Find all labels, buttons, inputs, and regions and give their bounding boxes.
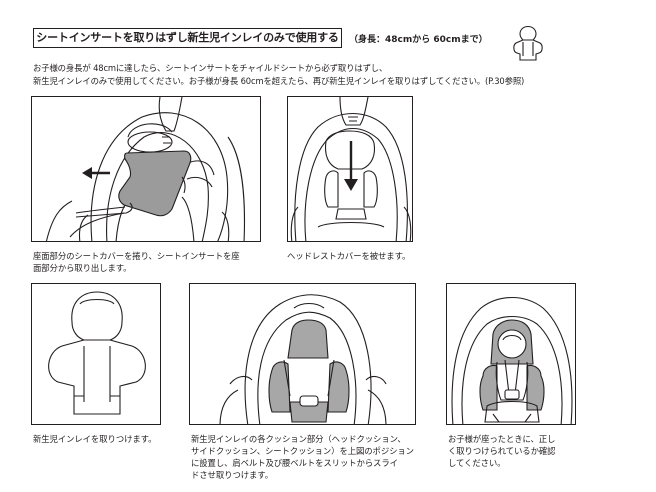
intro-line-2: 新生児インレイのみで使用してください。お子様が身長 60cmを超えたら、再び新生… [33,76,525,86]
step3-caption: 新生児インレイを取りつけます。 [33,434,157,444]
height-range-note: （身長：48cmから 60cmまで） [349,35,488,45]
section-title: シートインサートを取りはずし新生児インレイのみで使用する [33,28,342,48]
step5-illustration [446,283,576,425]
step5-caption: お子様が座ったときに、正し く取りつけられているか確認 してください。 [448,434,556,468]
step2-caption: ヘッドレストカバーを被せます。 [287,251,411,261]
step4-illustration [189,283,416,425]
step3-illustration [31,283,161,425]
step4-caption: 新生児インレイの各クッション部分（ヘッドクッション、 サイドクッション、シートク… [191,434,414,480]
step1-illustration [31,96,261,242]
step1-caption: 座面部分のシートカバーを捲り、シートインサートを座 面部分から取り出します。 [33,251,240,273]
step2-illustration [287,96,413,242]
newborn-inlay-icon [505,18,551,64]
intro-line-1: お子様の身長が 48cmに達したら、シートインサートをチャイルドシートから必ず取… [33,63,388,73]
